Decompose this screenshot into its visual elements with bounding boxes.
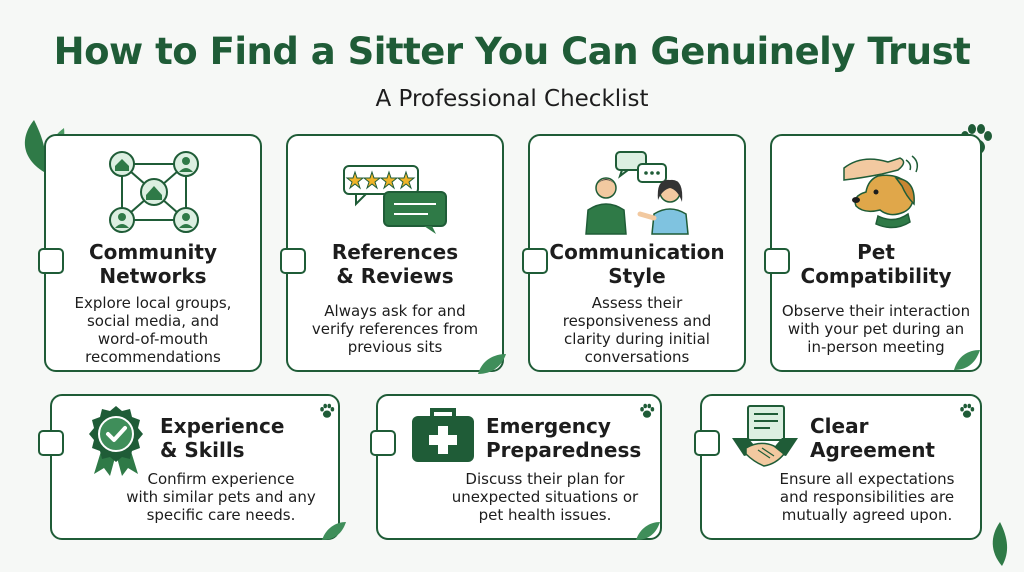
card-description-line: Always ask for and xyxy=(324,302,466,320)
card-pet-compatibility: Pet Compatibility Observe their interact… xyxy=(764,134,982,372)
handshake-contract-icon xyxy=(732,405,798,467)
checkbox-clear-agreement[interactable] xyxy=(694,430,720,456)
card-title: Community Networks xyxy=(46,240,260,288)
card-description-line: in-person meeting xyxy=(807,338,945,356)
card-title-line: Experience xyxy=(160,414,285,438)
card-description-line: specific care needs. xyxy=(146,506,296,524)
card-description: Always ask for and verify references fro… xyxy=(294,302,496,356)
card-description-line: pet health issues. xyxy=(478,506,612,524)
reviews-icon xyxy=(343,165,447,234)
card-description-line: mutually agreed upon. xyxy=(781,506,953,524)
card-description-line: Discuss their plan for xyxy=(465,470,625,488)
card-experience-skills: Experience & Skills Confirm experience w… xyxy=(38,394,346,540)
badge-check-icon xyxy=(89,406,143,476)
card-description-line: with your pet during an xyxy=(787,320,965,338)
paw-print-icon xyxy=(320,403,335,418)
leaf-decoration-icon xyxy=(322,522,346,540)
card-title-line: Preparedness xyxy=(486,438,642,462)
paw-print-icon xyxy=(960,403,975,418)
dog-petting-icon xyxy=(843,155,919,229)
card-description-line: verify references from xyxy=(311,320,479,338)
card-description-line: clarity during initial xyxy=(564,330,710,348)
checkbox-communication-style[interactable] xyxy=(522,248,548,274)
card-title: Experience & Skills xyxy=(160,414,284,462)
card-description-line: word-of-mouth xyxy=(97,330,209,348)
card-title-line: Community xyxy=(88,240,218,264)
corner-leaf-bottom-right xyxy=(992,522,1008,566)
card-title-line: Communication xyxy=(549,240,725,264)
card-title-line: Emergency xyxy=(486,414,611,438)
conversation-icon xyxy=(585,151,689,235)
community-network-icon xyxy=(109,151,199,233)
checkbox-emergency-preparedness[interactable] xyxy=(370,430,396,456)
checkbox-references-reviews[interactable] xyxy=(280,248,306,274)
card-community-networks: Community Networks Explore local groups,… xyxy=(38,134,262,372)
card-description-line: Ensure all expectations xyxy=(779,470,955,488)
card-description-line: and responsibilities are xyxy=(779,488,955,506)
card-emergency-preparedness: Emergency Preparedness Discuss their pla… xyxy=(370,394,662,540)
card-description-line: Explore local groups, xyxy=(74,294,232,312)
card-description-line: recommendations xyxy=(85,348,221,366)
card-title-line: Clear xyxy=(810,414,869,438)
card-description-line: social media, and xyxy=(86,312,219,330)
card-description: Confirm experience with similar pets and… xyxy=(114,470,328,524)
card-description: Observe their interaction with your pet … xyxy=(778,302,974,356)
card-title: Emergency Preparedness xyxy=(486,414,641,462)
card-description-line: Observe their interaction xyxy=(781,302,971,320)
page-subtitle: A Professional Checklist xyxy=(375,86,649,112)
card-title-line: Networks xyxy=(99,264,207,288)
card-title-line: & Skills xyxy=(160,438,245,462)
card-description: Ensure all expectations and responsibili… xyxy=(764,470,970,524)
checkbox-community-networks[interactable] xyxy=(38,248,64,274)
card-description-line: with similar pets and any xyxy=(126,488,316,506)
card-title: Pet Compatibility xyxy=(772,240,980,288)
card-description: Assess their responsiveness and clarity … xyxy=(536,294,738,366)
card-title-line: References xyxy=(331,240,459,264)
leaf-decoration-icon xyxy=(636,522,660,540)
card-description-line: responsiveness and xyxy=(562,312,712,330)
card-description-line: Assess their xyxy=(591,294,683,312)
card-title: Clear Agreement xyxy=(810,414,935,462)
card-title-line: Compatibility xyxy=(800,264,952,288)
leaf-decoration-icon xyxy=(478,354,506,374)
card-description: Explore local groups, social media, and … xyxy=(52,294,254,366)
checkbox-experience-skills[interactable] xyxy=(38,430,64,456)
paw-print-icon xyxy=(640,403,655,418)
card-description-line: previous sits xyxy=(347,338,443,356)
card-description-line: Confirm experience xyxy=(147,470,295,488)
card-references-reviews: References & Reviews Always ask for and … xyxy=(280,134,506,374)
card-clear-agreement: Clear Agreement Ensure all expectations … xyxy=(694,394,982,540)
leaf-decoration-icon xyxy=(954,350,980,370)
card-title-line: Style xyxy=(608,264,666,288)
checkbox-pet-compatibility[interactable] xyxy=(764,248,790,274)
card-description: Discuss their plan for unexpected situat… xyxy=(440,470,650,524)
card-title: References & Reviews xyxy=(288,240,502,288)
card-title-line: Agreement xyxy=(810,438,935,462)
card-title-line: & Reviews xyxy=(336,264,454,288)
first-aid-kit-icon xyxy=(412,408,474,462)
card-description-line: unexpected situations or xyxy=(451,488,639,506)
card-title: Communication Style xyxy=(530,240,744,288)
page-title: How to Find a Sitter You Can Genuinely T… xyxy=(53,30,971,73)
card-communication-style: Communication Style Assess their respons… xyxy=(522,134,746,372)
card-title-line: Pet xyxy=(857,240,895,264)
card-description-line: conversations xyxy=(584,348,690,366)
